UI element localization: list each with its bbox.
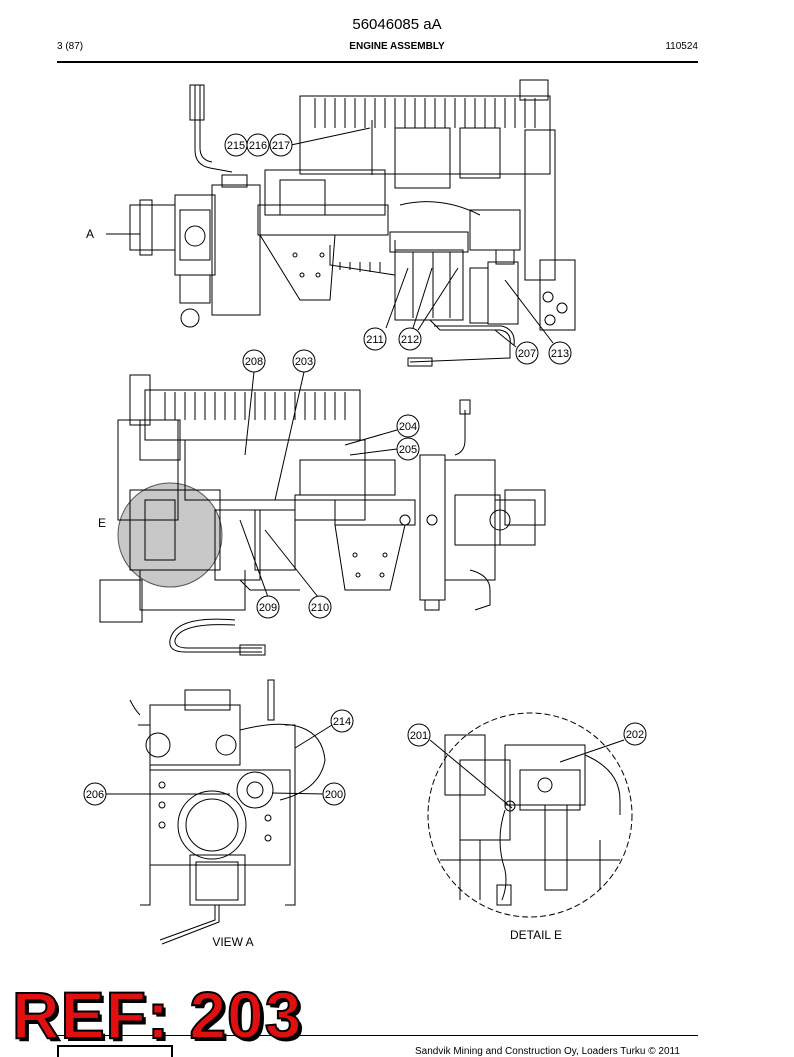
callout-204-label: 204 (399, 421, 417, 433)
callout-200: 200 (322, 782, 346, 806)
callout-201-label: 201 (410, 730, 428, 742)
document-number: 56046085 aA (352, 16, 442, 33)
callout-213-label: 213 (551, 348, 569, 360)
callout-209-label: 209 (259, 602, 277, 614)
callout-206: 206 (83, 782, 107, 806)
callout-leaders-view-a (106, 724, 333, 795)
header-rule (57, 61, 698, 63)
view-marker-a: A (86, 227, 94, 241)
callout-202: 202 (623, 722, 647, 746)
callout-201: 201 (407, 723, 431, 747)
callout-212-label: 212 (401, 334, 419, 346)
callout-202-label: 202 (626, 729, 644, 741)
page-reference: 3 (87) (57, 41, 84, 52)
callout-217: 217 (269, 133, 293, 157)
callout-203: 203 (292, 349, 316, 373)
callout-211-label: 211 (366, 334, 384, 346)
callout-215: 215 (224, 133, 248, 157)
callout-211: 211 (363, 327, 387, 351)
view-marker-e: E (98, 516, 106, 530)
section-title: ENGINE ASSEMBLY (349, 41, 445, 52)
callout-212: 212 (398, 327, 422, 351)
callout-216: 216 (246, 133, 270, 157)
engine-view-a (129, 679, 326, 945)
callout-216-label: 216 (249, 140, 267, 152)
detail-e-caption: DETAIL E (510, 928, 562, 942)
callout-207-label: 207 (518, 348, 536, 360)
callout-215-label: 215 (227, 140, 245, 152)
callout-214-label: 214 (333, 716, 351, 728)
callout-204: 204 (396, 414, 420, 438)
callout-leaders-top (106, 127, 554, 348)
callout-leaders-middle (239, 371, 398, 598)
callout-207: 207 (515, 341, 539, 365)
callout-leaders-detail-e (429, 739, 625, 809)
callout-200-label: 200 (325, 789, 343, 801)
ref-stamp: REF: 203 (11, 978, 303, 1052)
callout-214: 214 (330, 709, 354, 733)
callout-205: 205 (396, 437, 420, 461)
callout-205-label: 205 (399, 444, 417, 456)
callout-209: 209 (256, 595, 280, 619)
detail-e-highlight (117, 482, 223, 588)
engine-side-view-top (129, 79, 576, 367)
date-code: 110524 (665, 41, 698, 52)
engine-side-view-middle (99, 374, 546, 656)
callout-213: 213 (548, 341, 572, 365)
callout-208-label: 208 (245, 356, 263, 368)
footer-rule (57, 1035, 698, 1036)
callout-206-label: 206 (86, 789, 104, 801)
callout-210-label: 210 (311, 602, 329, 614)
brand-logo-box (57, 1045, 173, 1057)
callout-203-label: 203 (295, 356, 313, 368)
view-a-caption: VIEW A (212, 935, 253, 949)
footer-copyright: Sandvik Mining and Construction Oy, Load… (415, 1046, 680, 1057)
detail-e-view (427, 712, 633, 918)
callout-217-label: 217 (272, 140, 290, 152)
callout-208: 208 (242, 349, 266, 373)
callout-210: 210 (308, 595, 332, 619)
